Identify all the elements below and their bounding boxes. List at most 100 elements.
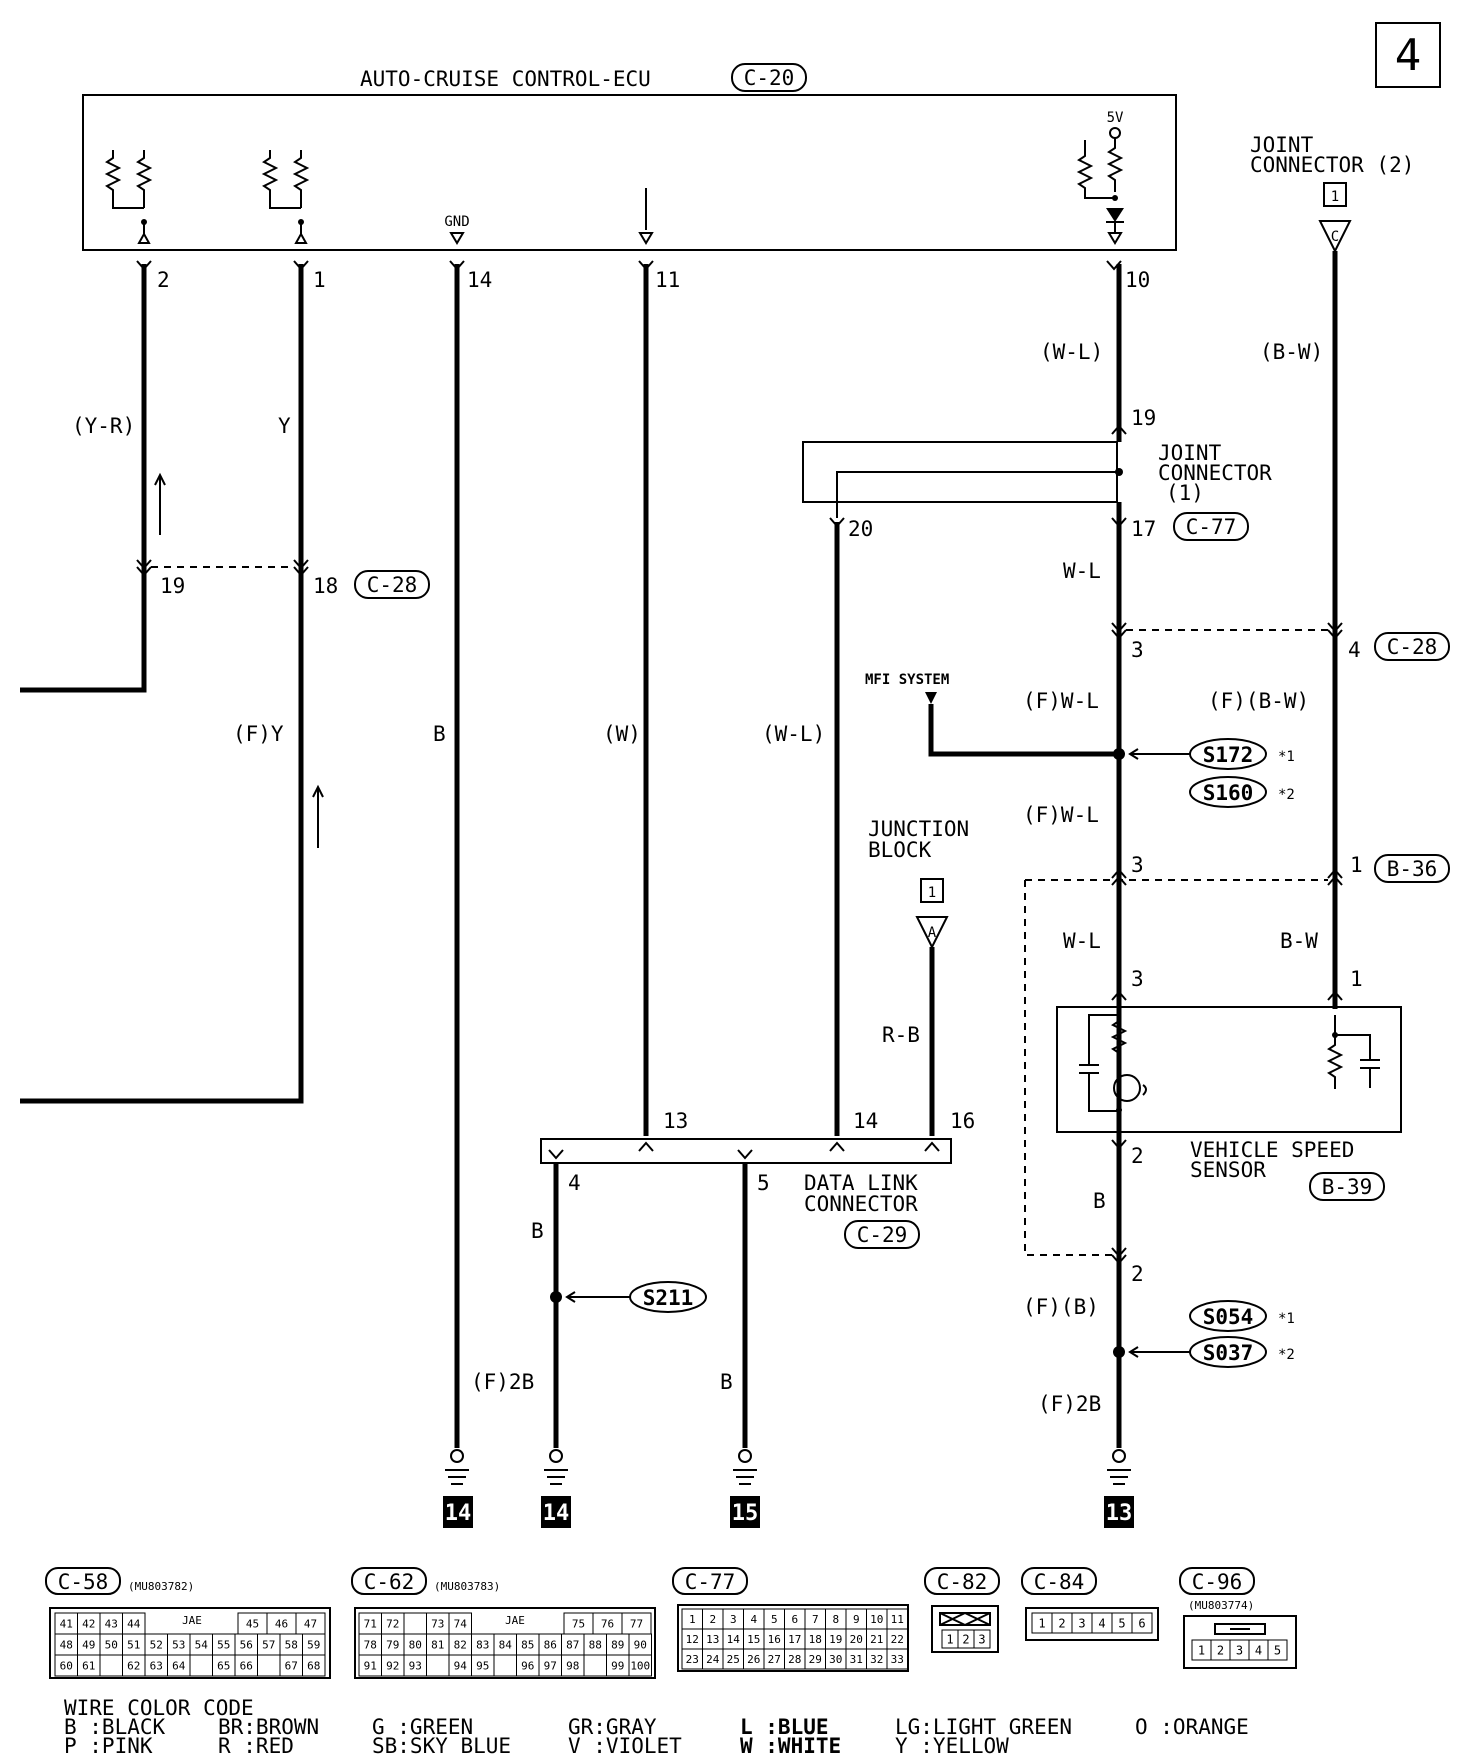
junction-label-2: BLOCK xyxy=(868,838,932,862)
pin-number: 62 xyxy=(127,1660,140,1673)
pin-cell xyxy=(302,1654,326,1677)
pin-1-label: 1 xyxy=(313,268,326,292)
pin-number: 33 xyxy=(891,1653,904,1666)
pin-number: 31 xyxy=(850,1653,863,1666)
pin-number: 55 xyxy=(217,1639,230,1652)
c28-code-1: C-28 xyxy=(367,573,418,597)
connector-chevron-icon xyxy=(1111,1247,1127,1265)
wire-wl-top-label: (W-L) xyxy=(1040,340,1103,364)
wire-w-label: (W) xyxy=(603,722,641,746)
b36-pin-3: 3 xyxy=(1131,853,1144,877)
dlc-top-chevrons xyxy=(638,1141,940,1152)
vs-pin-1: 1 xyxy=(1350,967,1363,991)
splice-s211-badge xyxy=(629,1281,707,1313)
legend-c62-code: C-62 xyxy=(364,1570,415,1594)
wire-wl2-label: W-L xyxy=(1063,559,1101,583)
pin-number: 83 xyxy=(476,1639,489,1652)
legend-c96-badge xyxy=(1179,1567,1255,1595)
wire-b-dlc-label: B xyxy=(531,1219,544,1243)
joint2-num: 1 xyxy=(1331,189,1339,205)
splice-node xyxy=(550,1291,562,1303)
mfi-system-label: MFI SYSTEM xyxy=(865,672,949,688)
pin-number: 77 xyxy=(630,1618,643,1631)
ecu-5v-circuit-icon xyxy=(1076,127,1124,245)
c28-badge xyxy=(354,570,430,599)
svg-text:P :PINK: P :PINK xyxy=(64,1734,153,1756)
pin-number: 61 xyxy=(82,1660,95,1673)
ground-icon xyxy=(1107,1449,1131,1485)
splice-note-2b: *2 xyxy=(1278,1347,1295,1363)
svg-text:Y :YELLOW: Y :YELLOW xyxy=(895,1734,1009,1756)
flow-arrow-icon xyxy=(312,784,324,848)
pin-number: 88 xyxy=(589,1639,602,1652)
ecu-title: AUTO-CRUISE CONTROL-ECU xyxy=(360,67,651,91)
b39-code: B-39 xyxy=(1322,1175,1373,1199)
svg-text:GR:GRAY: GR:GRAY xyxy=(568,1715,657,1739)
pin-number: 86 xyxy=(544,1639,557,1652)
splice-s160: S160 xyxy=(1203,781,1254,805)
connector-chevron-icon xyxy=(1327,868,1343,886)
pin-number: 27 xyxy=(768,1653,781,1666)
pin-number: 41 xyxy=(60,1618,73,1631)
legend-c96-part: (MU803774) xyxy=(1188,1599,1254,1612)
c28-pin-19: 19 xyxy=(160,574,185,598)
legend-c82-connector xyxy=(931,1605,999,1653)
pin-number: 11 xyxy=(891,1613,904,1626)
svg-text:L :BLUE: L :BLUE xyxy=(740,1715,829,1739)
pin-number: 49 xyxy=(82,1639,95,1652)
joint1-label-2: CONNECTOR xyxy=(1158,461,1272,485)
color-code-title: WIRE COLOR CODE xyxy=(64,1696,254,1720)
pin-cell xyxy=(493,1654,517,1677)
connector-chevron-icon xyxy=(1111,622,1127,640)
pin-2-label: 2 xyxy=(157,268,170,292)
svg-text:B :BLACK: B :BLACK xyxy=(64,1715,166,1739)
ecu-resistor-pair-icon xyxy=(104,150,153,244)
pin-number: 3 xyxy=(730,1613,737,1626)
pin-number: 100 xyxy=(630,1660,650,1673)
joint2-letter: C xyxy=(1331,229,1339,245)
ground-icon xyxy=(733,1449,757,1485)
pin-number: 4 xyxy=(750,1613,757,1626)
pin-number: 9 xyxy=(853,1613,860,1626)
legend-c58-code: C-58 xyxy=(58,1570,109,1594)
splice-s037: S037 xyxy=(1203,1341,1254,1365)
pin-number: 5 xyxy=(771,1613,778,1626)
pin-number: 51 xyxy=(127,1639,140,1652)
pin-number: 2 xyxy=(1217,1644,1224,1658)
pin-number: 2 xyxy=(962,1633,969,1647)
wire-fb-label: (F)(B) xyxy=(1023,1295,1099,1319)
b36-code: B-36 xyxy=(1387,857,1438,881)
b36-badge xyxy=(1374,854,1450,883)
ground-badge xyxy=(730,1496,760,1528)
pin-number: 57 xyxy=(262,1639,275,1652)
b36-pin-1: 1 xyxy=(1350,853,1363,877)
connector-chevron-icon xyxy=(1111,990,1127,1001)
legend-c96-lock-icon xyxy=(1214,1623,1266,1635)
pin-number: 16 xyxy=(768,1633,781,1646)
legend-c62-part: (MU803783) xyxy=(434,1580,500,1593)
legend-c84-code: C-84 xyxy=(1034,1570,1085,1594)
pin-number: 42 xyxy=(82,1618,95,1631)
svg-text:R :RED: R :RED xyxy=(218,1734,294,1756)
wire-fy-label: (F)Y xyxy=(233,722,284,746)
dlc-pin-16: 16 xyxy=(950,1109,975,1133)
legend-c96-connector xyxy=(1183,1615,1297,1669)
ground-num-4: 13 xyxy=(1106,1501,1133,1526)
pin-number: 29 xyxy=(809,1653,822,1666)
splice-s037-badge xyxy=(1189,1336,1267,1368)
splice-s160-badge xyxy=(1189,776,1267,808)
pin-number: 4 xyxy=(1098,1617,1105,1631)
legend-c58-label: JAE xyxy=(182,1614,202,1627)
legend-c82-badge xyxy=(924,1567,1000,1595)
pin-11-label: 11 xyxy=(655,268,680,292)
page-number: 4 xyxy=(1395,30,1422,81)
pin-number: 23 xyxy=(686,1653,699,1666)
legend-c84-badge xyxy=(1021,1567,1097,1595)
wire-f2b-left-label: (F)2B xyxy=(471,1370,534,1394)
pin-number: 68 xyxy=(307,1660,320,1673)
joint1-label-3: (1) xyxy=(1166,481,1204,505)
svg-text:LG:LIGHT GREEN: LG:LIGHT GREEN xyxy=(895,1715,1072,1739)
pin-number: 30 xyxy=(829,1653,842,1666)
